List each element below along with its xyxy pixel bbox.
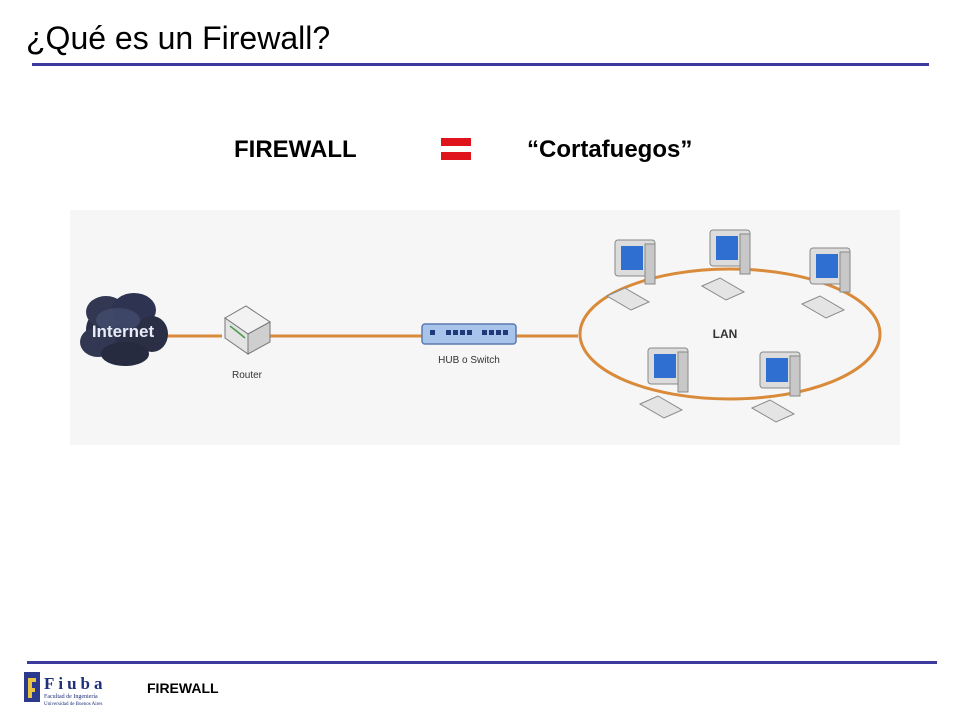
equals-sign-icon	[441, 138, 471, 162]
equation-right-term: “Cortafuegos”	[527, 136, 693, 163]
footer-label: FIREWALL	[147, 680, 219, 696]
computer-icon	[605, 239, 656, 311]
computer-icon	[700, 229, 751, 301]
router-icon: Router	[224, 305, 271, 381]
logo-subtitle-2: Universidad de Buenos Aires	[44, 702, 103, 707]
lan-ring	[578, 267, 882, 401]
computer-icon	[638, 347, 689, 419]
logo-wordmark: Fiuba	[44, 674, 107, 693]
router-label: Router	[232, 370, 263, 381]
equation-left-term: FIREWALL	[234, 136, 357, 163]
internet-cloud-icon: Internet	[80, 293, 168, 366]
equation: FIREWALL “Cortafuegos”	[0, 134, 960, 174]
switch-icon: HUB o Switch	[421, 323, 517, 366]
title-underline	[32, 63, 929, 66]
slide-title: ¿Qué es un Firewall?	[26, 20, 331, 56]
fiuba-logo: Fiuba Facultad de Ingeniería Universidad…	[24, 670, 124, 710]
logo-subtitle-1: Facultad de Ingeniería	[44, 694, 98, 700]
internet-label: Internet	[92, 322, 155, 341]
footer-rule	[27, 661, 937, 664]
network-diagram: Internet Router HUB o Switch LAN	[70, 210, 900, 445]
computer-icon	[800, 247, 851, 319]
switch-label: HUB o Switch	[438, 355, 500, 366]
lan-label: LAN	[713, 327, 738, 341]
computer-icon	[750, 351, 801, 423]
